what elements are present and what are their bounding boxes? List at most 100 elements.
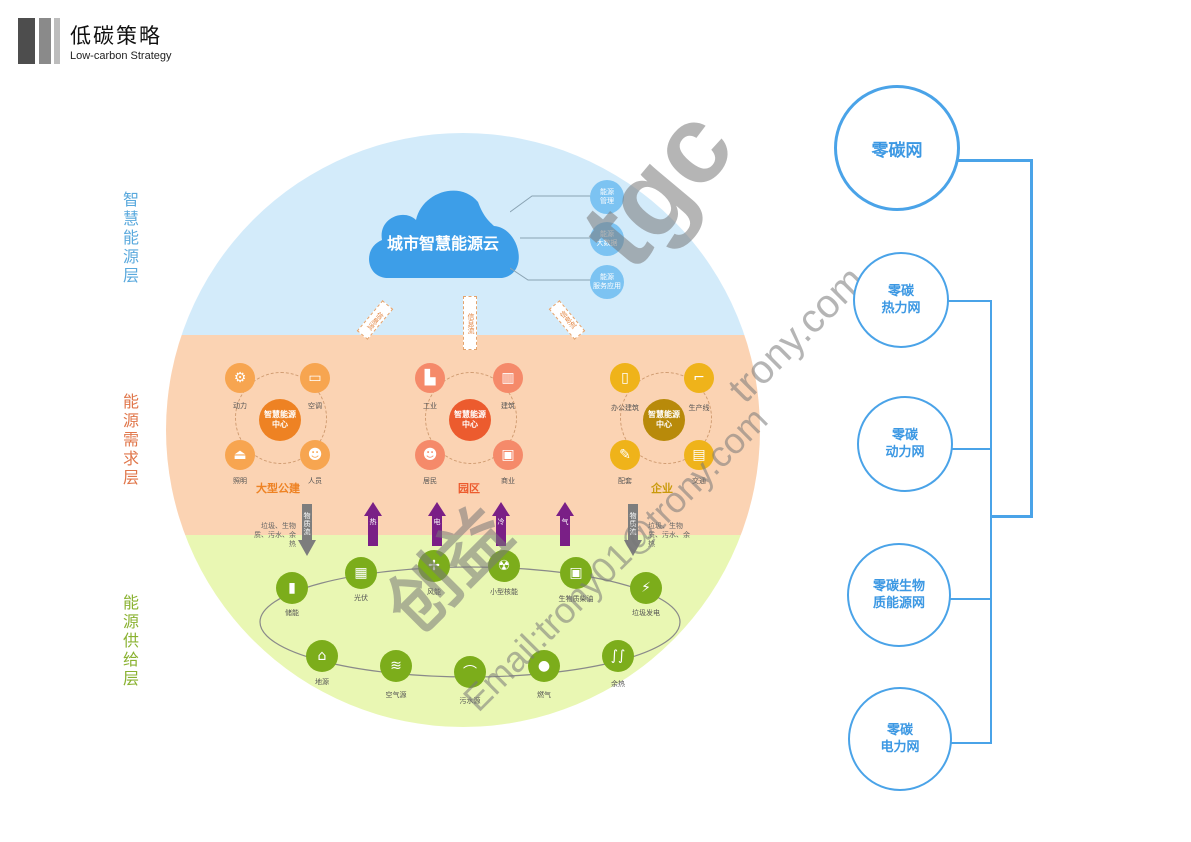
logo-bar-dark: [18, 18, 35, 64]
arrow-shaft: [368, 516, 378, 546]
supply-label: 地源: [315, 678, 329, 686]
supply-label: 光伏: [354, 594, 368, 602]
wind-turbine-icon: ✢: [418, 550, 450, 582]
waste-heat-icon: ∫∫: [602, 640, 634, 672]
supply-label: 余热: [611, 680, 625, 688]
material-flow-note-left: 垃圾、生物质、污水、余热: [254, 522, 296, 548]
tree-connector-child: [945, 448, 992, 450]
tree-child-label-line2: 动力网: [885, 445, 925, 460]
arrow-head-up: [364, 502, 382, 516]
node-label: 动力: [233, 402, 247, 410]
cloud-connector-lines: [510, 195, 596, 281]
node-label: 办公建筑: [611, 404, 639, 412]
arrow-shaft: [302, 504, 312, 540]
smart-energy-hub: 智慧能源中心: [643, 399, 685, 441]
tree-child-label-line2: 电力网: [880, 740, 920, 755]
office-icon: ▯: [610, 363, 640, 393]
residents-icon: ☻: [415, 440, 445, 470]
material-flow-note-right: 垃圾、生物质、污水、余热: [648, 522, 690, 548]
node-label: 照明: [233, 477, 247, 485]
air-conditioner-icon: ▭: [300, 363, 330, 393]
tree-root-zero-carbon-grid: 零碳网: [834, 85, 960, 211]
smart-energy-hub: 智慧能源中心: [449, 399, 491, 441]
arrow-head-up: [556, 502, 574, 516]
supply-label: 生物质柴油: [558, 595, 594, 603]
arrow-label: 电: [433, 518, 441, 526]
tree-child-label-line1: 零碳: [887, 284, 914, 299]
info-flow-arrow-center: 信息流: [463, 296, 477, 350]
supply-label: 小型核能: [490, 588, 518, 596]
battery-icon: ▮: [276, 572, 308, 604]
air-source-icon: ≋: [380, 650, 412, 682]
cloud-icon: [369, 190, 519, 278]
supply-label: 燃气: [537, 691, 551, 699]
gears-icon: ⚙: [225, 363, 255, 393]
arrow-label: 气: [561, 518, 569, 526]
arrow-shaft: [496, 516, 506, 546]
smart-energy-hub: 智慧能源中心: [259, 399, 301, 441]
node-label: 建筑: [501, 402, 515, 410]
arrow-shaft: [560, 516, 570, 546]
cluster-ring: [235, 372, 327, 464]
tree-connector-child: [940, 300, 992, 302]
cloud-title: 城市智慧能源云: [386, 234, 499, 253]
supply-label: 储能: [285, 609, 299, 617]
solar-panel-icon: ▦: [345, 557, 377, 589]
fuel-can-icon: ▣: [560, 557, 592, 589]
person-icon: ☻: [300, 440, 330, 470]
node-label: 空调: [308, 402, 322, 410]
lightning-icon: ⚡: [630, 572, 662, 604]
page-title: 低碳策略: [70, 24, 162, 48]
arrow-head-up: [492, 502, 510, 516]
layer-label-supply: 能源供给层: [122, 593, 139, 688]
tree-connector-root: [930, 159, 1033, 162]
layer-label-smart: 智慧能源层: [122, 190, 139, 285]
tree-connector-child: [945, 598, 992, 600]
supply-label: 垃圾发电: [632, 609, 660, 617]
wrench-icon: ✎: [610, 440, 640, 470]
page-subtitle: Low-carbon Strategy: [70, 50, 172, 62]
tree-root-label: 零碳网: [871, 140, 923, 161]
tree-connector-branch: [990, 515, 1033, 518]
cluster-ring: [620, 372, 712, 464]
supply-label: 空气源: [385, 691, 407, 699]
node-label: 工业: [423, 402, 437, 410]
tree-child-label-line2: 热力网: [881, 301, 921, 316]
tree-connector-child: [945, 742, 992, 744]
arrow-head-up: [428, 502, 446, 516]
tree-child-power-grid: 零碳动力网: [857, 396, 953, 492]
arrow-label: 热: [369, 518, 377, 526]
tree-child-label-line2: 质能源网: [872, 596, 925, 611]
node-label: 配套: [618, 477, 632, 485]
factory-icon: ▙: [415, 363, 445, 393]
tree-trunk-children: [990, 300, 992, 744]
arrow-shaft: [432, 516, 442, 546]
ground-source-icon: ⌂: [306, 640, 338, 672]
cluster-title: 企业: [651, 482, 673, 495]
tree-child-label-line1: 零碳: [886, 723, 913, 738]
cluster-title: 园区: [458, 482, 480, 495]
satellite-energy-management: 能源管理: [590, 180, 624, 214]
node-label: 居民: [423, 477, 437, 485]
tree-child-label-line1: 零碳生物: [872, 579, 925, 594]
layer-label-demand: 能源需求层: [122, 392, 139, 487]
node-label: 商业: [501, 477, 515, 485]
train-icon: ▤: [684, 440, 714, 470]
supply-label: 污水源: [459, 697, 481, 705]
logo-bar-mid: [39, 18, 51, 64]
building-icon: ▥: [493, 363, 523, 393]
node-label: 交通: [692, 477, 706, 485]
tree-child-label-line1: 零碳: [891, 428, 918, 443]
arrow-head-down: [624, 540, 642, 556]
cluster-ring: [425, 372, 517, 464]
arrow-head-down: [298, 540, 316, 556]
satellite-energy-service-app: 能源服务应用: [590, 265, 624, 299]
gas-bottle-icon: ●: [528, 650, 560, 682]
node-label: 人员: [308, 477, 322, 485]
tree-trunk-main: [1030, 159, 1033, 518]
node-label: 生产线: [688, 404, 710, 412]
nuclear-icon: ☢: [488, 550, 520, 582]
tree-child-biomass-grid: 零碳生物质能源网: [847, 543, 951, 647]
arrow-label: 冷: [497, 518, 505, 526]
arrow-shaft: [628, 504, 638, 540]
